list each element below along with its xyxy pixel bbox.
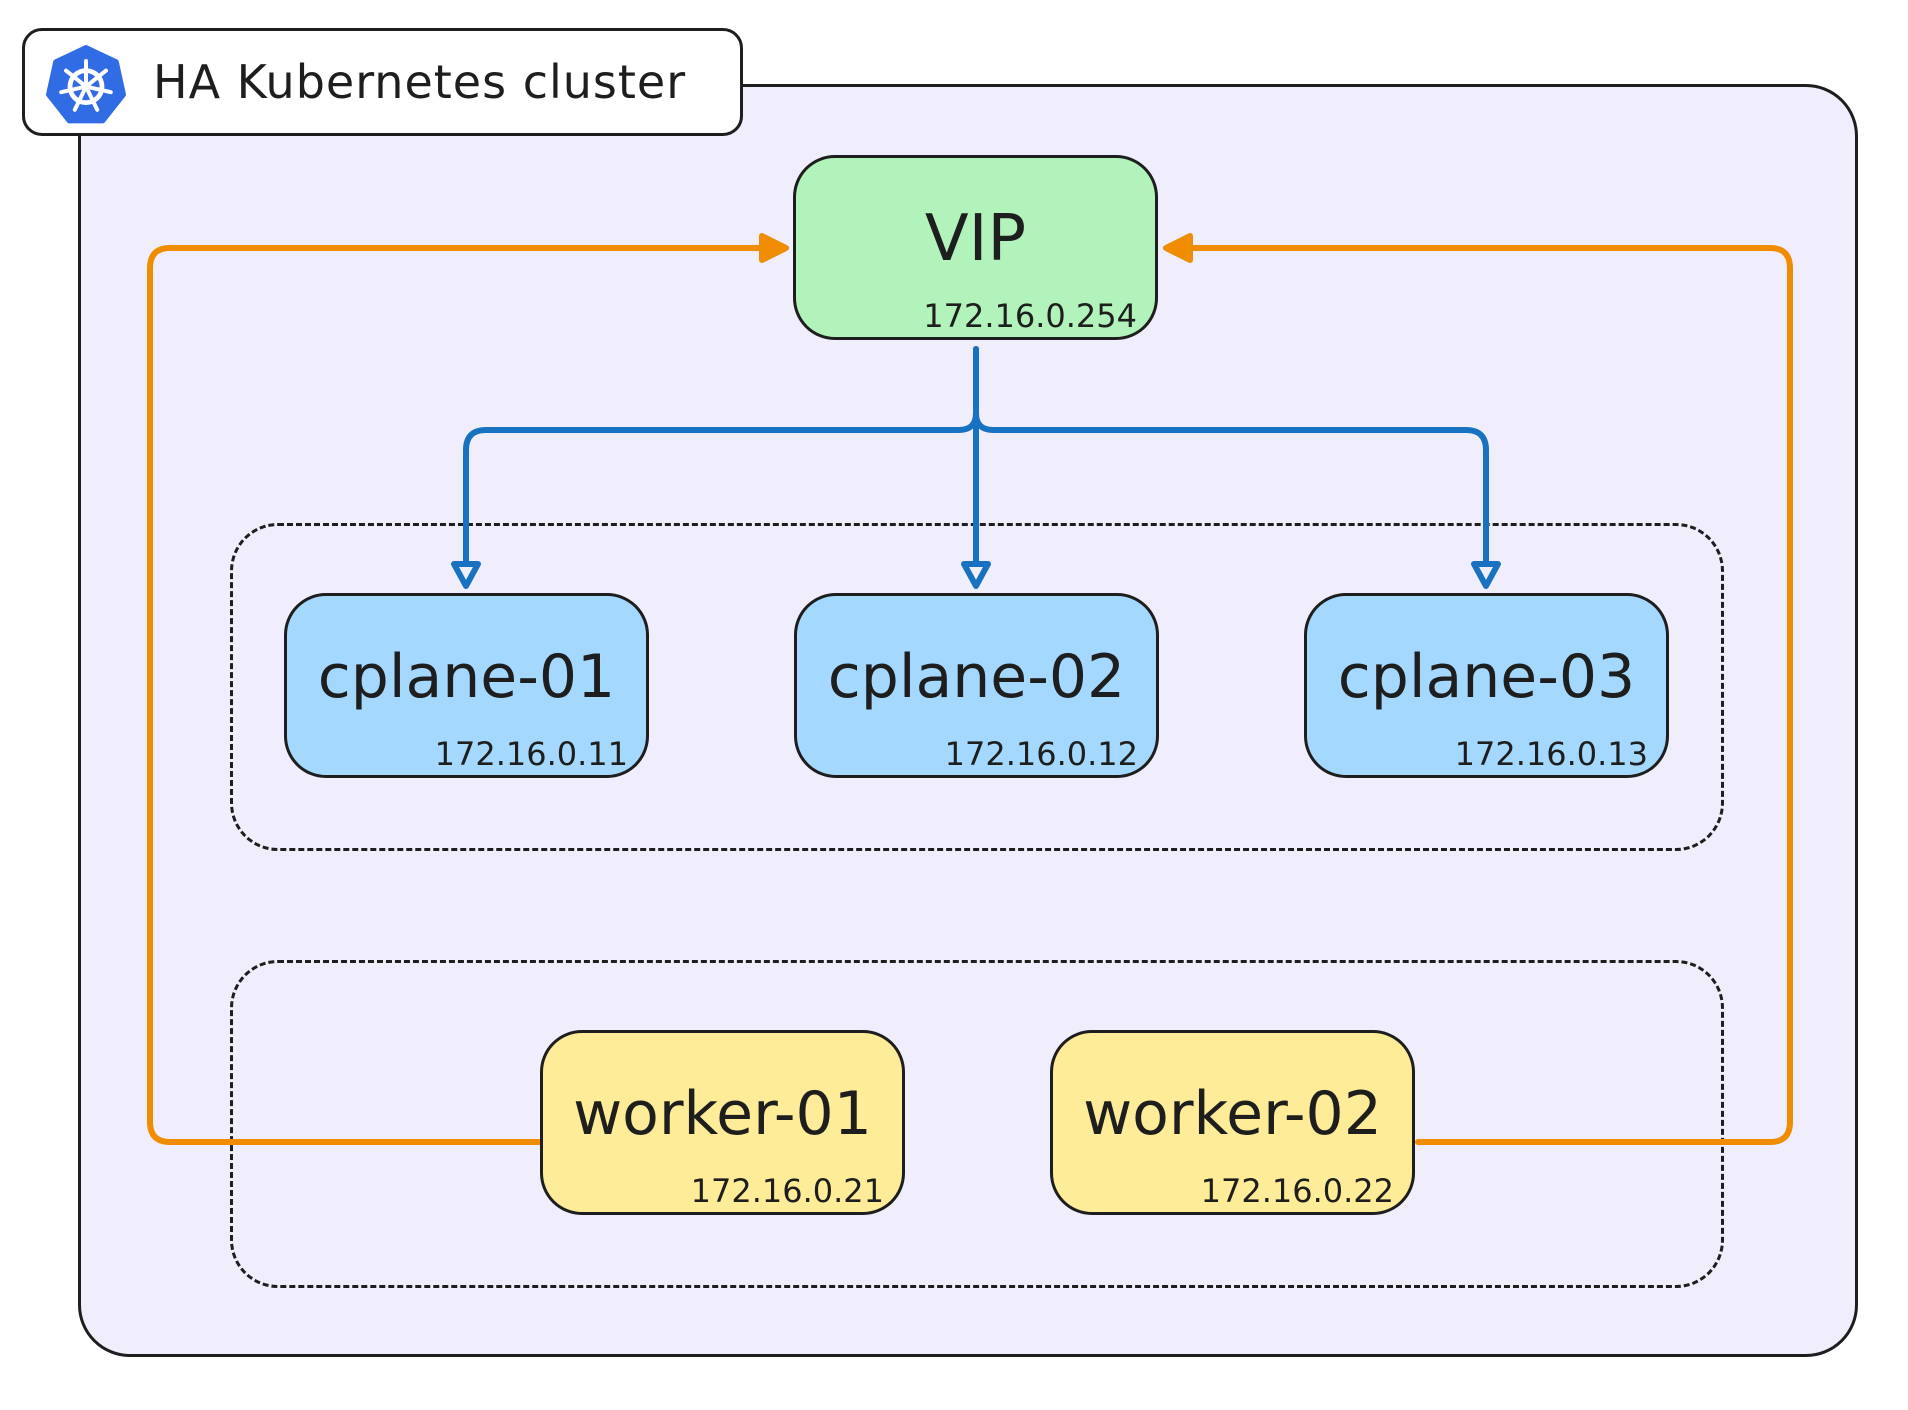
- node-ip: 172.16.0.13: [1454, 735, 1648, 773]
- cplane-01-node: cplane-01 172.16.0.11: [284, 593, 649, 778]
- worker-01-node: worker-01 172.16.0.21: [540, 1030, 905, 1215]
- node-ip: 172.16.0.11: [434, 735, 628, 773]
- arrowhead-vip-right: [1163, 233, 1193, 263]
- arrow-worker-01-to-vip: [147, 245, 773, 1145]
- node-ip: 172.16.0.254: [923, 297, 1137, 335]
- cplane-02-node: cplane-02 172.16.0.12: [794, 593, 1159, 778]
- worker-02-node: worker-02 172.16.0.22: [1050, 1030, 1415, 1215]
- worker-group: [230, 960, 1724, 1288]
- node-name: cplane-01: [317, 642, 616, 712]
- node-name: VIP: [924, 202, 1027, 276]
- cluster-title-box: HA Kubernetes cluster: [22, 28, 743, 136]
- arrow-vip-to-cplane-03: [973, 410, 1489, 575]
- node-ip: 172.16.0.22: [1200, 1172, 1394, 1210]
- cluster-title: HA Kubernetes cluster: [153, 55, 687, 109]
- arrowhead-cplane-01: [451, 561, 481, 589]
- arrow-vip-to-cplane-01: [463, 346, 979, 575]
- vip-node: VIP 172.16.0.254: [793, 155, 1158, 340]
- arrowhead-cplane-03: [1471, 561, 1501, 589]
- arrow-worker-02-to-vip: [1177, 245, 1793, 1145]
- kubernetes-icon: [46, 45, 127, 124]
- node-name: cplane-03: [1337, 642, 1636, 712]
- arrowhead-cplane-02: [961, 561, 991, 589]
- node-ip: 172.16.0.21: [690, 1172, 884, 1210]
- arrowhead-vip-left: [759, 233, 789, 263]
- node-name: cplane-02: [827, 642, 1126, 712]
- node-name: worker-02: [1083, 1079, 1382, 1149]
- node-name: worker-01: [573, 1079, 872, 1149]
- node-ip: 172.16.0.12: [944, 735, 1138, 773]
- cplane-03-node: cplane-03 172.16.0.13: [1304, 593, 1669, 778]
